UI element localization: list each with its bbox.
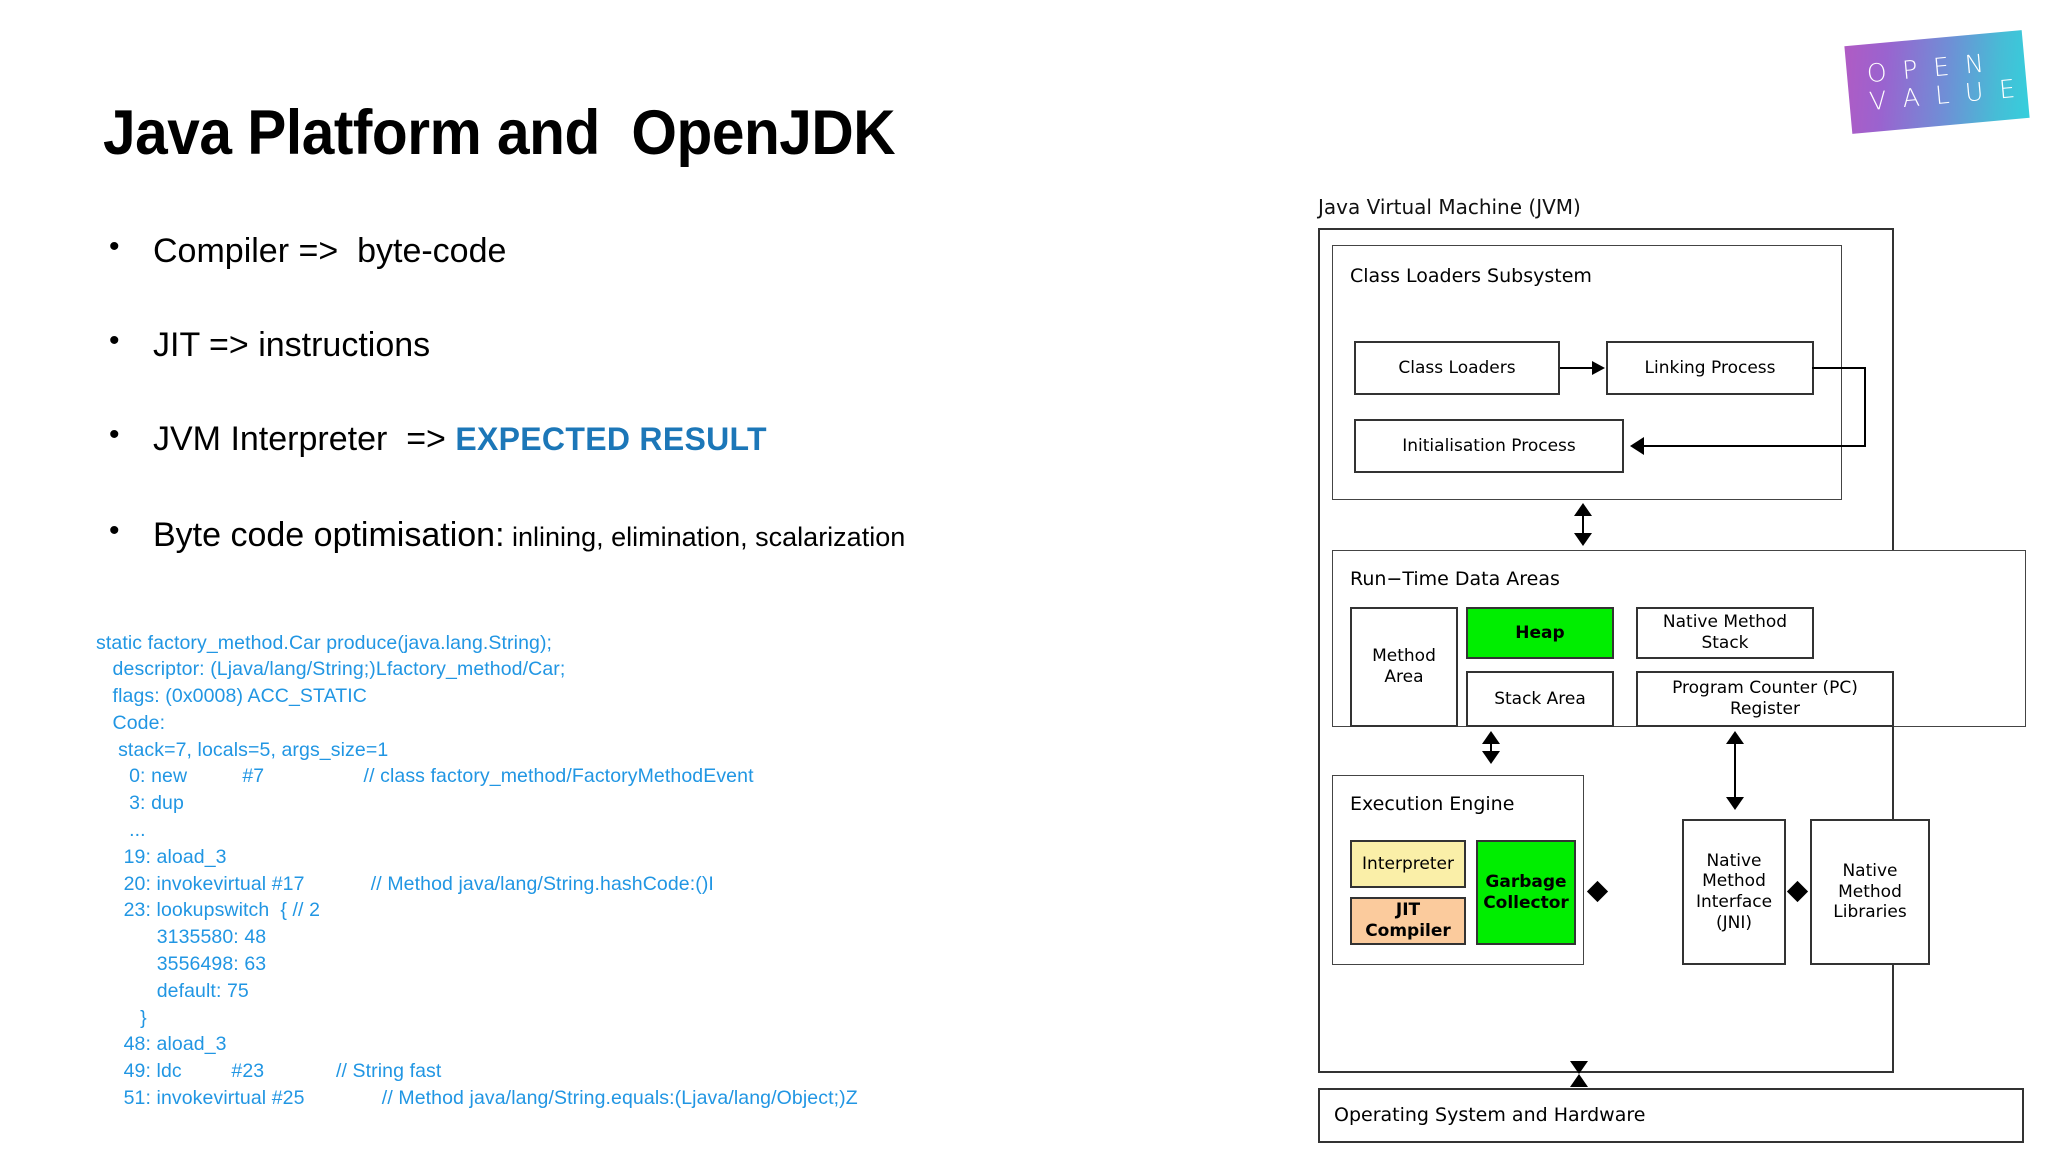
node-class-loaders[interactable]: Class Loaders	[1354, 341, 1560, 395]
arrow-linking-wrap-side	[1864, 367, 1866, 447]
jvm-architecture-diagram: Java Virtual Machine (JVM) Class Loaders…	[1318, 195, 2026, 1143]
node-pc-register[interactable]: Program Counter (PC) Register	[1636, 671, 1894, 727]
arrowhead-down-icon	[1482, 751, 1500, 764]
arrow-line-rtda-jni	[1734, 741, 1736, 801]
runtime-data-areas-title: Run−Time Data Areas	[1350, 568, 1560, 590]
node-garbage-collector[interactable]: Garbage Collector	[1476, 840, 1576, 945]
bullet-text-bytecode-optimisation: Byte code optimisation:	[153, 516, 505, 554]
arrowhead-up-icon	[1726, 731, 1744, 744]
bullet-item-jvm-interpreter: • JVM Interpreter => EXPECTED RESULT	[103, 420, 767, 459]
node-linking-process[interactable]: Linking Process	[1606, 341, 1814, 395]
bullet-text-jit: JIT => instructions	[153, 326, 431, 364]
node-method-area[interactable]: Method Area	[1350, 607, 1458, 727]
node-jit-compiler[interactable]: JIT Compiler	[1350, 897, 1466, 945]
arrowhead-left-icon	[1630, 437, 1644, 455]
bullet-marker-icon: •	[109, 230, 120, 263]
bullet-subtext-optimisation-kinds: inlining, elimination, scalarization	[504, 522, 906, 552]
arrowhead-up-icon	[1574, 503, 1592, 516]
arrow-linking-wrap-top	[1812, 367, 1866, 369]
bullet-text-jvm-interpreter: JVM Interpreter =>	[153, 420, 456, 458]
openvalue-logo: O P E N V A L U E	[1844, 30, 2030, 134]
arrow-line-rtda-exec	[1490, 741, 1492, 755]
node-native-method-libraries[interactable]: Native Method Libraries	[1810, 819, 1930, 965]
slide-title: Java Platform and OpenJDK	[103, 98, 896, 168]
arrowhead-down-icon	[1570, 1061, 1588, 1074]
arrowhead-down-icon	[1726, 797, 1744, 810]
bullet-marker-icon: •	[109, 514, 120, 547]
node-stack-area[interactable]: Stack Area	[1466, 671, 1614, 727]
bullet-item-compiler: • Compiler => byte-code	[103, 232, 506, 271]
node-interpreter[interactable]: Interpreter	[1350, 840, 1466, 888]
node-operating-system-hardware[interactable]: Operating System and Hardware	[1318, 1088, 2024, 1143]
arrow-linking-wrap-bottom	[1644, 445, 1866, 447]
arrowhead-up-icon	[1482, 731, 1500, 744]
node-heap[interactable]: Heap	[1466, 607, 1614, 659]
bullet-highlight-expected-result: EXPECTED RESULT	[455, 421, 767, 457]
arrow-class-loaders-to-linking	[1560, 367, 1594, 369]
node-initialisation-process[interactable]: Initialisation Process	[1354, 419, 1624, 473]
arrow-line-subsystem-rtda	[1582, 513, 1584, 537]
diagram-caption: Java Virtual Machine (JVM)	[1318, 195, 1581, 219]
bullet-item-jit: • JIT => instructions	[103, 326, 430, 365]
arrowhead-right-icon	[1592, 361, 1605, 375]
arrowhead-down-icon	[1574, 533, 1592, 546]
execution-engine-title: Execution Engine	[1350, 793, 1515, 815]
bytecode-listing: static factory_method.Car produce(java.l…	[96, 631, 858, 1110]
arrowhead-up-icon	[1570, 1074, 1588, 1087]
bullet-text-compiler: Compiler => byte-code	[153, 232, 507, 270]
node-native-method-interface[interactable]: Native Method Interface (JNI)	[1682, 819, 1786, 965]
bullet-item-bytecode-optimisation: • Byte code optimisation: inlining, elim…	[103, 516, 905, 555]
node-native-method-stack[interactable]: Native Method Stack	[1636, 607, 1814, 659]
bullet-marker-icon: •	[109, 324, 120, 357]
class-loaders-subsystem-title: Class Loaders Subsystem	[1350, 265, 1592, 287]
bullet-marker-icon: •	[109, 418, 120, 451]
